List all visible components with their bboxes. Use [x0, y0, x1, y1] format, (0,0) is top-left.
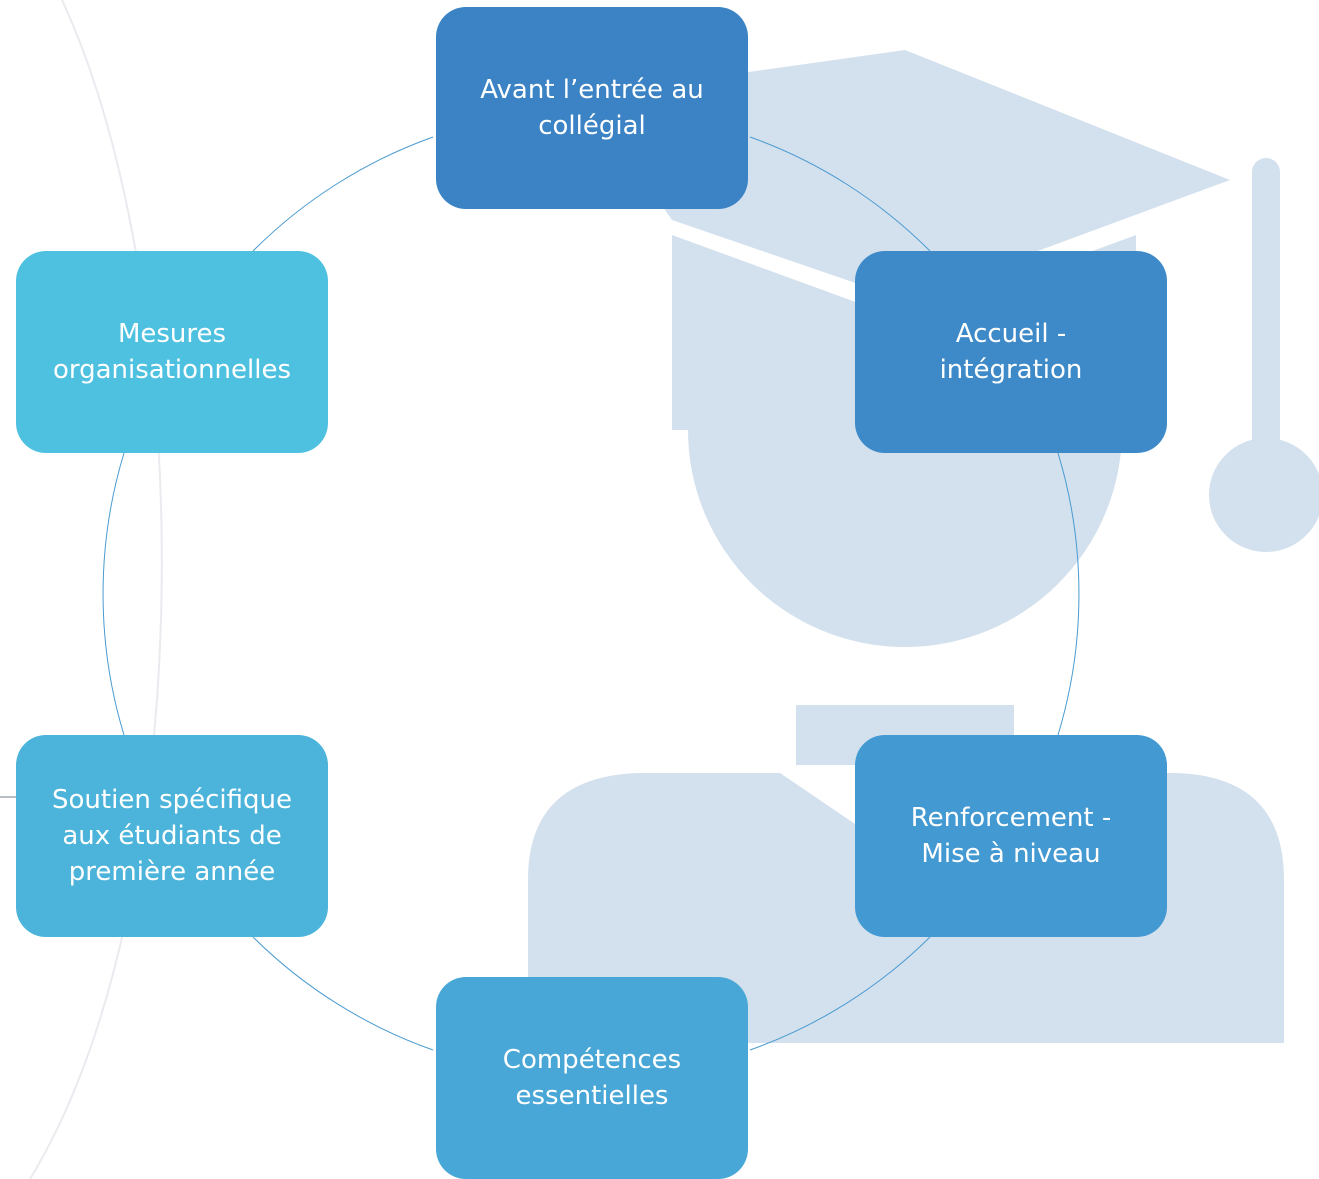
- connector-arc: [1057, 452, 1080, 736]
- node-accueil-integration[interactable]: Accueil - intégration: [855, 251, 1167, 453]
- connector-arc: [252, 936, 434, 1051]
- connector-arc: [252, 136, 434, 252]
- tassel-cord-icon: [1252, 158, 1280, 478]
- node-renforcement[interactable]: Renforcement - Mise à niveau: [855, 735, 1167, 937]
- head-icon: [688, 430, 1122, 647]
- connector-arc: [102, 452, 125, 736]
- cycle-connectors: [102, 136, 1080, 1051]
- node-mesures-organisationnelles[interactable]: Mesures organisationnelles: [16, 251, 328, 453]
- connector-arc: [749, 936, 931, 1051]
- tassel-knob-icon: [1209, 438, 1319, 552]
- decorative-side-arc: [29, 0, 163, 1179]
- node-competences-essentielles[interactable]: Compétences essentielles: [436, 977, 748, 1179]
- connector-arc: [749, 136, 931, 252]
- node-soutien-premiere-annee[interactable]: Soutien spécifique aux étudiants de prem…: [16, 735, 328, 937]
- node-avant-entree[interactable]: Avant l’entrée au collégial: [436, 7, 748, 209]
